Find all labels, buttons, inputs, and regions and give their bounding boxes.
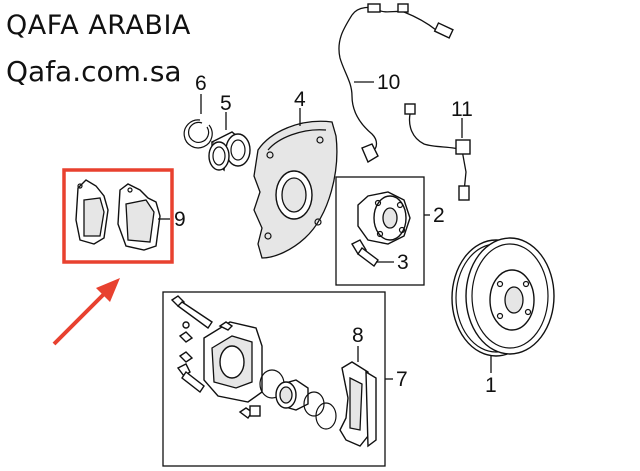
hub-bolt-part bbox=[351, 239, 379, 268]
callout-10: 10 bbox=[377, 71, 401, 94]
callout-6: 6 bbox=[195, 72, 207, 95]
caliper-body-part bbox=[203, 321, 263, 420]
callout-9: 9 bbox=[174, 208, 186, 231]
callout-8: 8 bbox=[352, 324, 364, 347]
callout-11: 11 bbox=[451, 98, 473, 121]
brake-pads-highlight-box bbox=[62, 168, 174, 264]
callout-5: 5 bbox=[220, 92, 232, 115]
caliper-bracket-part bbox=[339, 361, 377, 448]
callout-2: 2 bbox=[433, 204, 445, 227]
highlight-arrow bbox=[52, 278, 120, 346]
callout-3: 3 bbox=[397, 251, 409, 274]
callout-4: 4 bbox=[294, 88, 306, 111]
snap-ring-part bbox=[183, 119, 213, 149]
callout-1: 1 bbox=[485, 374, 497, 397]
hub-flange-part bbox=[357, 191, 411, 245]
piston-boot-part bbox=[303, 391, 337, 430]
watermark-line-1: QAFA ARABIA bbox=[6, 10, 191, 41]
wheel-bearing-part bbox=[208, 131, 251, 172]
brake-hose-part bbox=[404, 103, 471, 201]
brake-disc-part bbox=[451, 237, 555, 357]
leader-lines bbox=[158, 81, 492, 380]
hub-group-box bbox=[335, 176, 425, 286]
dust-shield-part bbox=[253, 120, 338, 259]
brake-pads-part bbox=[75, 179, 161, 251]
callout-7: 7 bbox=[396, 368, 408, 391]
abs-sensor-part bbox=[338, 3, 454, 164]
watermark-line-2: Qafa.com.sa bbox=[6, 55, 182, 88]
caliper-guide-pins-part bbox=[170, 295, 213, 394]
piston-part bbox=[275, 379, 309, 411]
